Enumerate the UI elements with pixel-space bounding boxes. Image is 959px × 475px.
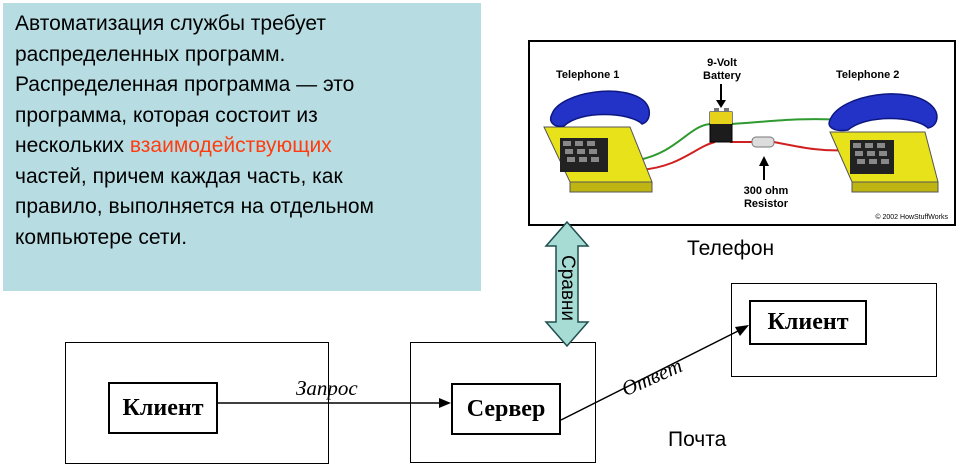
compare-label: Сравни bbox=[557, 254, 578, 322]
battery-label-line-2: Battery bbox=[703, 70, 742, 82]
telephone-1-icon bbox=[543, 90, 653, 193]
request-label: Запрос bbox=[296, 376, 358, 400]
server-box: Сервер bbox=[451, 383, 561, 435]
red-wire-left bbox=[639, 141, 716, 171]
intro-line-4: программа, которая состоит из bbox=[15, 103, 318, 127]
intro-line-5: нескольких взаимодействующих bbox=[15, 131, 469, 162]
intro-line-3: Распределенная программа — это bbox=[15, 73, 355, 96]
client-right-box: Клиент bbox=[749, 300, 867, 345]
intro-line-2: распределенных программ. bbox=[15, 42, 286, 66]
mail-caption: Почта bbox=[668, 428, 727, 451]
telephone-2-label: Telephone 2 bbox=[836, 69, 899, 81]
intro-line-5-start: нескольких bbox=[15, 134, 130, 157]
battery-icon bbox=[709, 108, 733, 143]
telephone-illustration: Telephone 1 Telephone 2 9-Volt Battery 3… bbox=[528, 40, 956, 226]
green-wire-left bbox=[637, 122, 716, 161]
intro-text-box: Автоматизация службы требует распределен… bbox=[3, 3, 481, 291]
copyright-label: © 2002 HowStuffWorks bbox=[875, 213, 948, 221]
intro-line-1: Автоматизация службы требует bbox=[15, 12, 326, 35]
resistor-icon bbox=[751, 136, 775, 148]
client-left-box: Клиент bbox=[108, 382, 218, 434]
telephone-1-label: Telephone 1 bbox=[556, 69, 619, 81]
telephone-circuit-drawing: Telephone 1 Telephone 2 9-Volt Battery 3… bbox=[543, 57, 948, 221]
telephone-caption: Телефон bbox=[687, 237, 775, 260]
intro-line-7: правило, выполняется на отдельном bbox=[15, 195, 374, 218]
intro-line-8: компьютере сети. bbox=[15, 225, 188, 249]
resistor-label-line-2: Resistor bbox=[744, 198, 789, 210]
response-label: Ответ bbox=[617, 353, 686, 402]
intro-highlight-word: взаимодействующих bbox=[129, 134, 332, 157]
battery-label-line-1: 9-Volt bbox=[707, 57, 737, 69]
telephone-2-icon bbox=[828, 93, 939, 193]
resistor-label-line-1: 300 ohm bbox=[744, 185, 789, 197]
intro-line-6: частей, причем каждая часть, как bbox=[15, 164, 343, 188]
